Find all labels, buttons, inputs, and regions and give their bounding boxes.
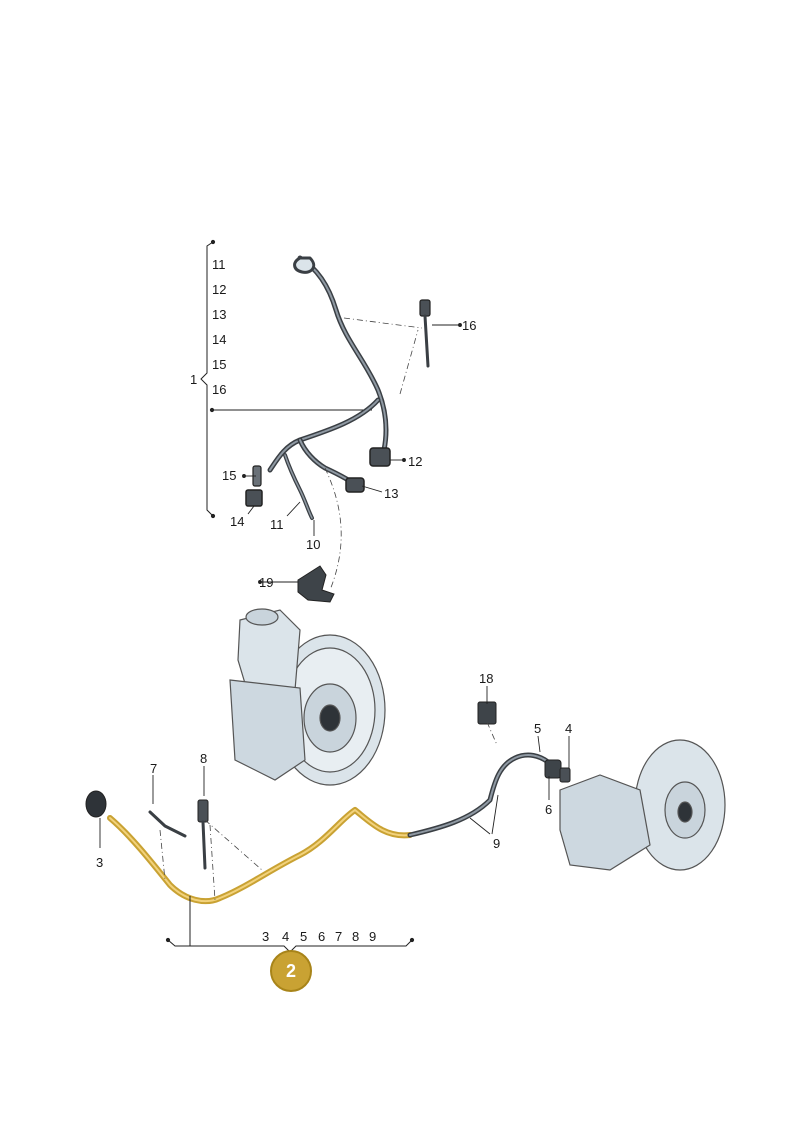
- leader-lines: [99, 323, 570, 848]
- part-label-15: 15: [222, 468, 237, 483]
- bracket-19: [297, 565, 335, 603]
- part-label-4: 4: [565, 721, 573, 736]
- assembly-2-bracket: [165, 896, 415, 953]
- assembly-2-item: 6: [318, 929, 326, 944]
- assembly-2-item: 4: [282, 929, 290, 944]
- part-label-6: 6: [545, 802, 553, 817]
- assembly-1-item: 14: [212, 332, 227, 347]
- part-label-5: 5: [534, 721, 542, 736]
- upper-guide-lines: [324, 317, 423, 591]
- part-label-7: 7: [150, 761, 158, 776]
- part-label-10: 10: [306, 537, 321, 552]
- part-label-13: 13: [384, 486, 399, 501]
- part-label-11: 11: [270, 517, 284, 532]
- rear-wiring-harness: [85, 701, 571, 905]
- assembly-2-item: 5: [300, 929, 308, 944]
- assembly-1-item: 16: [212, 382, 227, 397]
- front-wiring-harness: [245, 255, 431, 520]
- part-label-18: 18: [479, 671, 494, 686]
- part-label-9: 9: [493, 836, 501, 851]
- assembly-2-callout: 2: [270, 950, 312, 992]
- assembly-1-item: 11: [212, 257, 226, 272]
- assembly-1-bracket: [200, 239, 372, 519]
- part-label-14: 14: [230, 514, 245, 529]
- part-label-16: 16: [462, 318, 477, 333]
- part-label-12: 12: [408, 454, 423, 469]
- assembly-1-item: 12: [212, 282, 227, 297]
- part-label-3: 3: [96, 855, 104, 870]
- part-label-19: 19: [259, 575, 274, 590]
- front-brake-assembly: [229, 608, 386, 786]
- assembly-1-number: 1: [190, 372, 198, 387]
- assembly-1-item: 13: [212, 307, 227, 322]
- assembly-2-item: 7: [335, 929, 343, 944]
- lower-guide-lines: [159, 721, 498, 901]
- assembly-2-item: 3: [262, 929, 270, 944]
- rear-brake-assembly: [559, 739, 726, 871]
- assembly-2-item: 8: [352, 929, 360, 944]
- assembly-2-item: 9: [369, 929, 377, 944]
- assembly-1-item: 15: [212, 357, 227, 372]
- part-label-8: 8: [200, 751, 208, 766]
